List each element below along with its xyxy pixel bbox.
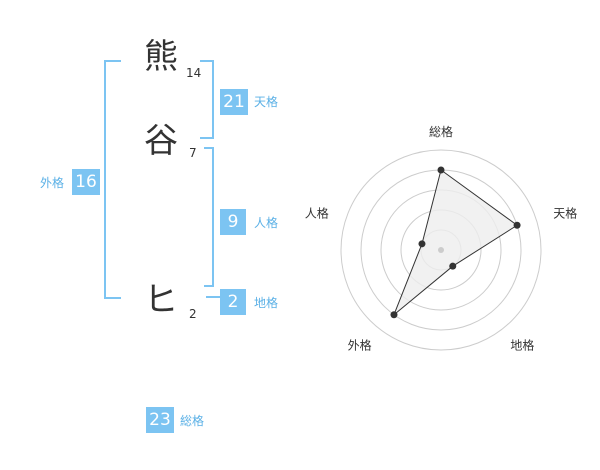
soukaku-label: 総格 [180,414,205,428]
soukaku-badge: 23 [146,407,174,433]
radar-polygon [393,169,518,316]
radar-point-2 [513,221,521,229]
radar-center [438,247,444,253]
radar-point-4 [390,311,398,319]
radar-ring [340,149,542,351]
chikaku-badge: 2 [220,289,246,315]
radar-axis-label: 天格 [553,206,577,221]
stroke-count-3: 2 [189,307,197,321]
gaikaku-label: 外格 [40,176,65,190]
chikaku-label: 地格 [254,296,279,310]
radar-axis-label: 地格 [510,337,534,352]
radar-point-1 [437,166,445,174]
name-char-3: ヒ [144,280,178,320]
tenkaku-badge: 21 [220,89,248,115]
gaikaku-badge: 16 [72,169,100,195]
radar-axis-label: 総格 [429,124,453,139]
name-char-1: 熊 [144,37,178,77]
jinkaku-label: 人格 [254,216,279,230]
tenkaku-label: 天格 [254,95,279,109]
radar-point-5 [418,240,426,248]
jinkaku-bracket [204,147,214,287]
stroke-count-1: 14 [186,66,202,80]
name-char-2: 谷 [144,121,178,161]
radar-axis-label: 外格 [348,337,372,352]
tenkaku-bracket [200,60,214,139]
gaikaku-bracket [104,60,121,299]
stroke-count-2: 7 [189,146,197,160]
chikaku-connector [206,296,220,298]
radar-axis-label: 人格 [305,206,329,221]
jinkaku-badge: 9 [220,209,246,235]
radar-point-3 [449,262,457,270]
